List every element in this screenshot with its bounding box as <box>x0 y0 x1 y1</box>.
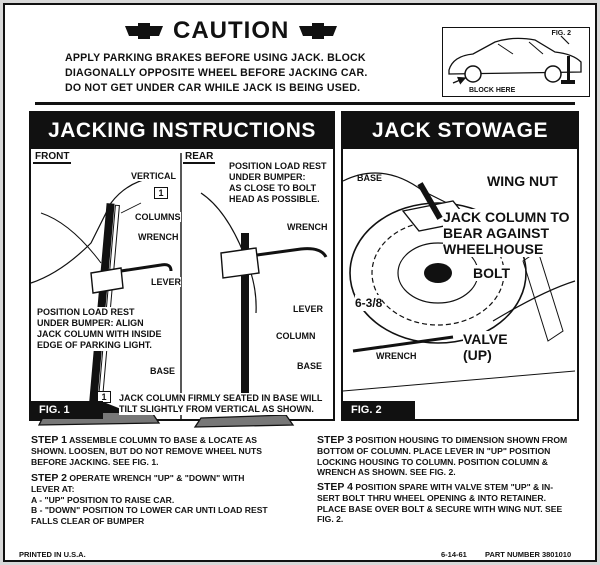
bowtie-emblem-icon <box>299 23 338 39</box>
lever-label-front: LEVER <box>151 277 182 287</box>
inset-block-label: BLOCK HERE <box>469 87 516 94</box>
instruction-decal: CAUTION APPLY PARKING BRAKES BEFORE USIN… <box>3 3 597 562</box>
seating-note: JACK COLUMN FIRMLY SEATED IN BASE WILL T… <box>119 393 323 415</box>
columns-label: COLUMNS <box>135 212 181 222</box>
dimension-label: 6-3/8 <box>355 295 383 311</box>
caution-text: APPLY PARKING BRAKES BEFORE USING JACK. … <box>65 51 425 96</box>
car-jack-inset: FIG. 2 BLOCK HERE <box>442 27 590 97</box>
rear-tab: REAR <box>183 151 216 164</box>
jacking-panel: JACKING INSTRUCTIONS FRONT REAR <box>29 111 335 428</box>
marker-box: 1 <box>97 391 111 403</box>
part-number: PART NUMBER 3801010 <box>485 550 572 559</box>
fig2-badge: FIG. 2 <box>343 401 415 419</box>
fig1-badge: FIG. 1 <box>31 401 103 419</box>
step2: STEP 2 OPERATE WRENCH "UP" & "DOWN" WITH… <box>31 473 321 527</box>
rear-jack-illustration-icon <box>180 153 328 428</box>
position-note-front: POSITION LOAD REST UNDER BUMPER: ALIGN J… <box>37 307 162 351</box>
valve-label: VALVE (UP) <box>463 331 508 363</box>
caution-line: DIAGONALLY OPPOSITE WHEEL BEFORE JACKING… <box>65 67 368 79</box>
step4-label: STEP 4 <box>317 481 353 493</box>
wrench-label-stowage: WRENCH <box>376 351 417 361</box>
bolt-label: BOLT <box>473 265 511 281</box>
step1: STEP 1 ASSEMBLE COLUMN TO BASE & LOCATE … <box>31 435 321 467</box>
step3-label: STEP 3 <box>317 434 353 446</box>
inset-fig-label: FIG. 2 <box>551 30 571 37</box>
marker-box: 1 <box>154 187 168 199</box>
divider <box>35 102 575 105</box>
jacking-title: JACKING INSTRUCTIONS <box>31 113 333 149</box>
wrench-label-rear: WRENCH <box>287 222 328 232</box>
step1-label: STEP 1 <box>31 434 67 446</box>
base-label-rear: BASE <box>297 361 323 371</box>
caution-line: DO NOT GET UNDER CAR WHILE JACK IS BEING… <box>65 82 361 94</box>
step3-text: POSITION HOUSING TO DIMENSION SHOWN FROM… <box>317 435 568 478</box>
step4-text: POSITION SPARE WITH VALVE STEM "UP" & IN… <box>317 482 563 525</box>
step4: STEP 4 POSITION SPARE WITH VALVE STEM "U… <box>317 482 592 525</box>
jack-column-label: JACK COLUMN TO BEAR AGAINST WHEELHOUSE <box>443 209 570 257</box>
lever-label-rear: LEVER <box>293 304 324 314</box>
caution-title: CAUTION <box>173 17 290 44</box>
car-illustration-icon <box>448 35 582 85</box>
front-tab: FRONT <box>33 151 72 164</box>
wrench-label-front: WRENCH <box>138 232 179 242</box>
stowage-title: JACK STOWAGE <box>343 113 577 149</box>
stowage-panel: JACK STOWAGE BASE WING NUT JACK COLUMN T… <box>341 111 579 421</box>
caution-header: CAUTION <box>125 17 338 45</box>
step3: STEP 3 POSITION HOUSING TO DIMENSION SHO… <box>317 435 592 478</box>
position-note-rear: POSITION LOAD REST UNDER BUMPER: AS CLOS… <box>229 161 327 205</box>
printed-label: PRINTED IN U.S.A. <box>19 550 86 559</box>
step2-label: STEP 2 <box>31 472 67 484</box>
wing-nut-label: WING NUT <box>487 173 558 189</box>
column-label-rear: COLUMN <box>276 331 316 341</box>
bowtie-emblem-icon <box>125 23 163 39</box>
caution-line: APPLY PARKING BRAKES BEFORE USING JACK. … <box>65 52 366 64</box>
base-label: BASE <box>357 173 383 183</box>
base-label-front: BASE <box>150 366 176 376</box>
vertical-label: VERTICAL <box>131 171 176 181</box>
date-code: 6-14-61 <box>441 550 467 559</box>
step2-text: OPERATE WRENCH "UP" & "DOWN" WITH LEVER … <box>31 473 268 527</box>
step1-text: ASSEMBLE COLUMN TO BASE & LOCATE AS SHOW… <box>31 435 262 467</box>
